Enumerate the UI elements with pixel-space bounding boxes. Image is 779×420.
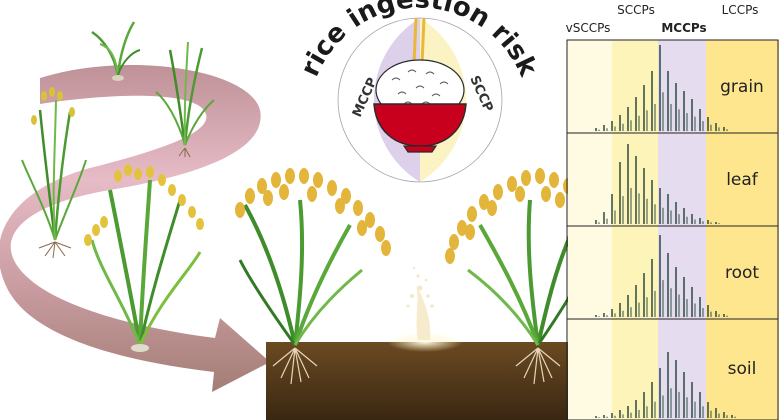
panel-label-root: root [725, 263, 759, 283]
header-mccps: MCCPs [661, 21, 706, 35]
panel-label-leaf: leaf [726, 170, 759, 190]
growth-arrow [0, 65, 270, 392]
panel-label-soil: soil [728, 359, 757, 379]
heading-plant [84, 164, 204, 352]
band-vsccps [568, 40, 612, 420]
spectra-peaks [595, 45, 736, 418]
risk-disc: MCCP SCCP [337, 17, 503, 183]
spectra-stack: vSCCPs SCCPs MCCPs LCCPs grain leaf root… [566, 3, 779, 420]
header-vsccps: vSCCPs [566, 21, 611, 35]
band-mccps [658, 40, 706, 420]
band-lccps [706, 40, 779, 420]
panel-label-grain: grain [720, 77, 764, 97]
seedling-stage-2 [155, 41, 215, 158]
soil-block [266, 342, 586, 420]
header-lccps: LCCPs [722, 3, 759, 17]
release-plume [406, 266, 434, 340]
header-sccps: SCCPs [617, 3, 655, 17]
tillering-plant [21, 87, 87, 259]
soil-glow [387, 332, 463, 352]
mature-rice-plant-left [235, 168, 391, 385]
seedling-stage-1 [91, 21, 141, 81]
band-sccps [612, 40, 658, 420]
panel-frame-soil [566, 318, 779, 420]
bowl-right-label: SCCP [466, 74, 495, 115]
